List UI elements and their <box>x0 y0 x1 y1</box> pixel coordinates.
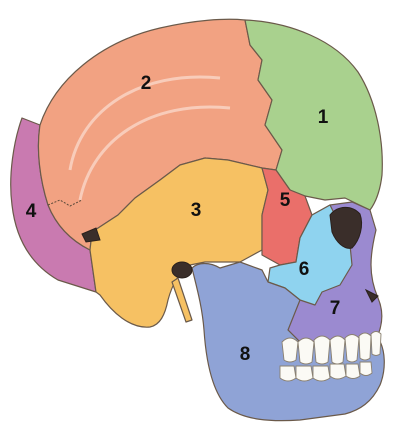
label-6: 6 <box>299 259 310 280</box>
ear-canal <box>172 262 192 278</box>
styloid-process <box>172 278 192 322</box>
label-8: 8 <box>240 344 251 365</box>
label-2: 2 <box>141 73 152 94</box>
label-1: 1 <box>318 107 329 128</box>
label-4: 4 <box>26 201 37 222</box>
label-3: 3 <box>191 200 202 221</box>
label-7: 7 <box>330 298 341 319</box>
label-5: 5 <box>280 190 291 211</box>
